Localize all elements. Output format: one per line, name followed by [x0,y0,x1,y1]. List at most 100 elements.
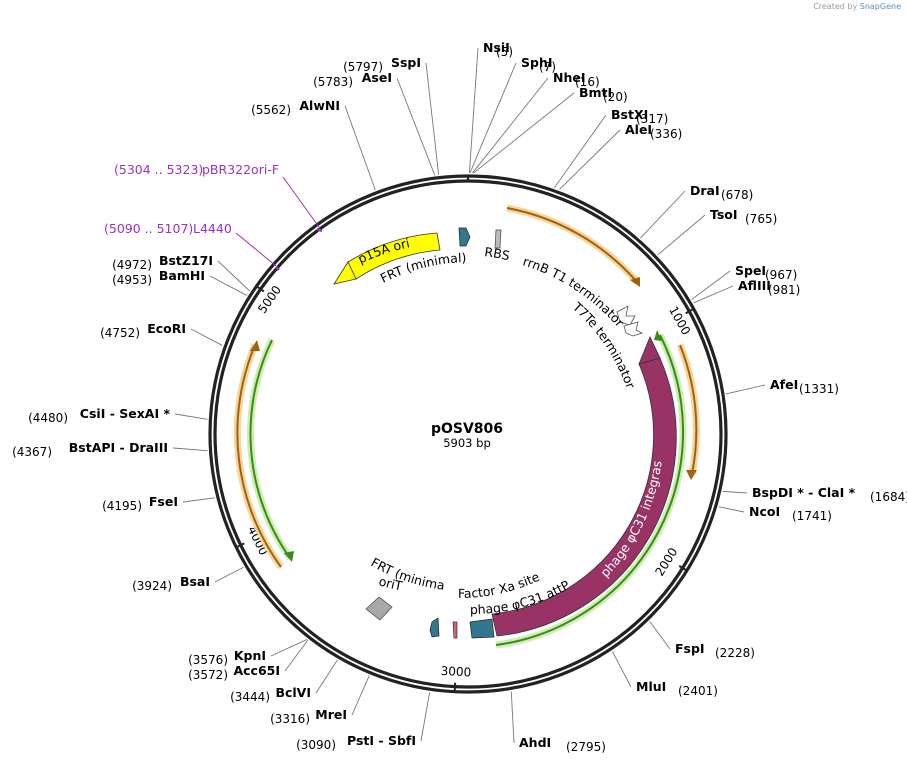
orf-arrow-green-left [249,339,291,559]
site-name: BamHI [159,268,205,283]
site-position: (1741) [792,509,832,523]
site-position: (3924) [132,579,172,593]
site-position: (981) [768,283,800,297]
site-leader-line [425,62,440,175]
site-position: (4367) [12,445,52,459]
site-leader-line [722,490,748,494]
site-leader-line [420,692,431,742]
site-leader-line [691,270,731,300]
site-position: (1331) [799,382,839,396]
site-leader-line [472,77,549,174]
tick-mark [255,284,265,293]
tick-mark [234,542,245,549]
site-position: (5783) [313,75,353,89]
site-position: (3576) [188,653,228,667]
site-position: (7) [539,60,556,74]
site-leader-line [559,129,621,190]
site-position: (5) [496,45,513,59]
orf-arrows [233,204,700,649]
site-name: FspI [675,641,705,656]
primer-range: (5304 .. 5323) [114,162,203,177]
tick-label: 3000 [440,664,471,680]
site-position: (3090) [296,738,336,752]
site-position: (678) [721,188,753,202]
site-name: CsiI - SexAI * [80,406,171,421]
site-leader-line [190,328,223,346]
site-position: (3316) [270,712,310,726]
orit-marker [365,596,393,621]
site-position: (5562) [251,103,291,117]
site-position: (967) [765,268,797,282]
orf-arrow-green-right-head [654,330,662,341]
orf-arrow-green-right [495,334,685,646]
site-leader-line [214,566,244,583]
integrase-head [638,336,661,365]
tick-mark [453,682,457,693]
site-name: BspDI * - ClaI * [752,485,856,500]
plasmid-length: 5903 bp [443,436,491,450]
site-position: (4480) [28,411,68,425]
site-position: (765) [745,212,777,226]
site-leader-line [468,47,479,174]
terminator-icons [616,305,644,337]
snapgene-logo: SnapGene [859,2,901,11]
frt-minimal-top [458,227,471,247]
site-name: EcoRI [147,321,186,336]
site-leader-line [172,447,208,452]
site-name: BclVI [275,685,311,700]
site-position: (317) [636,112,668,126]
site-leader-line [315,659,338,694]
site-name: NsiI [483,40,510,55]
site-leader-line [469,62,517,174]
orf-arrow-right-head [686,470,697,480]
site-labels: NsiI(5)SphI(7)NheI(16)BmtI(20)BstXI(317)… [12,40,907,754]
site-name: AfeI [770,377,798,392]
frt-minimal-bottom-label: FRT (minimal) [0,0,446,593]
site-leader-line [640,190,686,239]
rbs-marker [494,229,502,249]
site-name: TsoI [710,207,738,222]
site-name: PstI - SbfI [347,733,416,748]
site-name: AhdI [519,735,551,750]
site-position: (2795) [566,740,606,754]
features [333,227,677,639]
site-position: (4195) [102,499,142,513]
rbs-label: RBS [484,244,512,263]
site-name: KpnI [234,648,266,663]
snapgene-credit: Created by SnapGene [813,2,901,11]
primer-range: (5090 .. 5107) [104,221,193,236]
t7te-terminator-icon [623,321,644,337]
site-leader-line [725,384,766,395]
site-position: (2401) [678,684,718,698]
site-position: (5797) [343,60,383,74]
site-name: MluI [636,679,666,694]
site-position: (4953) [112,273,152,287]
site-name: BstAPI - DraIII [69,440,168,455]
site-leader-line [554,114,607,188]
site-leader-line [611,651,632,688]
feature-labels: p15A ori FRT (minimal) RBS rrnB T1 termi… [0,0,639,618]
site-leader-line [209,275,248,296]
frt-minimal-bottom [429,617,440,638]
plasmid-name: pOSV806 [431,421,503,437]
site-leader-line [174,413,208,420]
orf-arrow-top [506,207,638,283]
orf-arrow-right [679,344,698,475]
site-name: AleI [625,122,652,137]
orf-arrow-left [236,344,282,568]
tick-label: 2000 [652,545,680,578]
site-name: SpeI [735,263,766,278]
site-name: NcoI [749,504,780,519]
site-name: NheI [553,70,586,85]
site-position: (3444) [230,690,270,704]
primer-name: pBR322ori-F [202,162,279,177]
site-leader-line [510,691,515,744]
site-name: AflIII [738,278,771,293]
p15a-ori-head [333,261,357,285]
site-name: DraI [690,183,720,198]
site-position: (1684) [870,490,907,504]
rrnb-terminator-label: rrnB T1 terminator [521,254,628,331]
primer-l4440-leader [235,232,277,267]
p15a-ori-body [347,232,441,280]
